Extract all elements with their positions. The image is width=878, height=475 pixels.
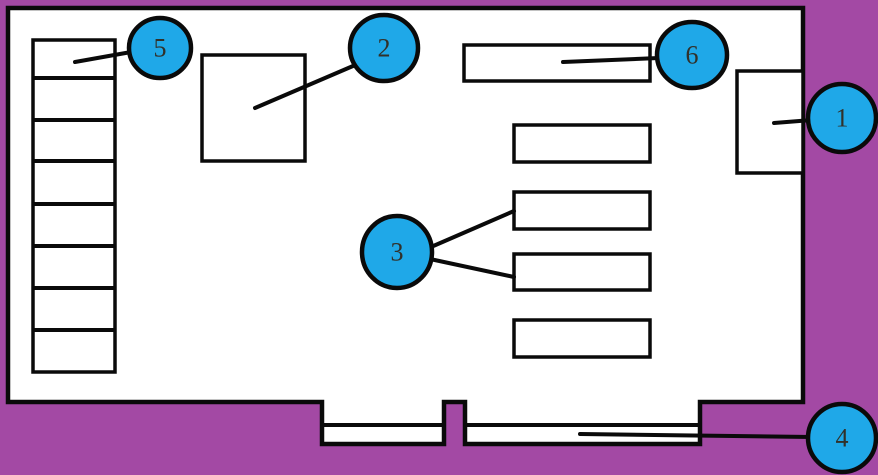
callout-4-label: 4 bbox=[836, 424, 849, 453]
callout-5-line bbox=[73, 50, 133, 64]
callout-5-circle bbox=[126, 15, 194, 81]
callout-1-line bbox=[772, 118, 814, 125]
callout-2-line bbox=[253, 64, 355, 110]
callout-3-circle bbox=[359, 213, 435, 291]
callout-1-circle bbox=[805, 81, 878, 155]
callout-1-label: 1 bbox=[836, 104, 849, 133]
callout-4-circle bbox=[805, 401, 878, 475]
callout-6-circle bbox=[654, 19, 730, 91]
callout-3-line-1 bbox=[429, 209, 516, 249]
callout-3-label: 3 bbox=[391, 238, 404, 267]
row-rect-4 bbox=[512, 318, 652, 359]
top-wide-shelf bbox=[462, 43, 652, 83]
callout-2-label: 2 bbox=[378, 34, 391, 63]
callout-6-label: 6 bbox=[686, 41, 699, 70]
callout-3-line-2 bbox=[428, 257, 516, 279]
row-rect-2 bbox=[512, 190, 652, 231]
callout-2-circle bbox=[347, 12, 421, 84]
callout-5-label: 5 bbox=[154, 34, 167, 63]
row-rect-3 bbox=[512, 252, 652, 292]
row-rect-1 bbox=[512, 123, 652, 164]
callout-6-line bbox=[561, 56, 661, 64]
callout-4-line bbox=[578, 432, 814, 439]
